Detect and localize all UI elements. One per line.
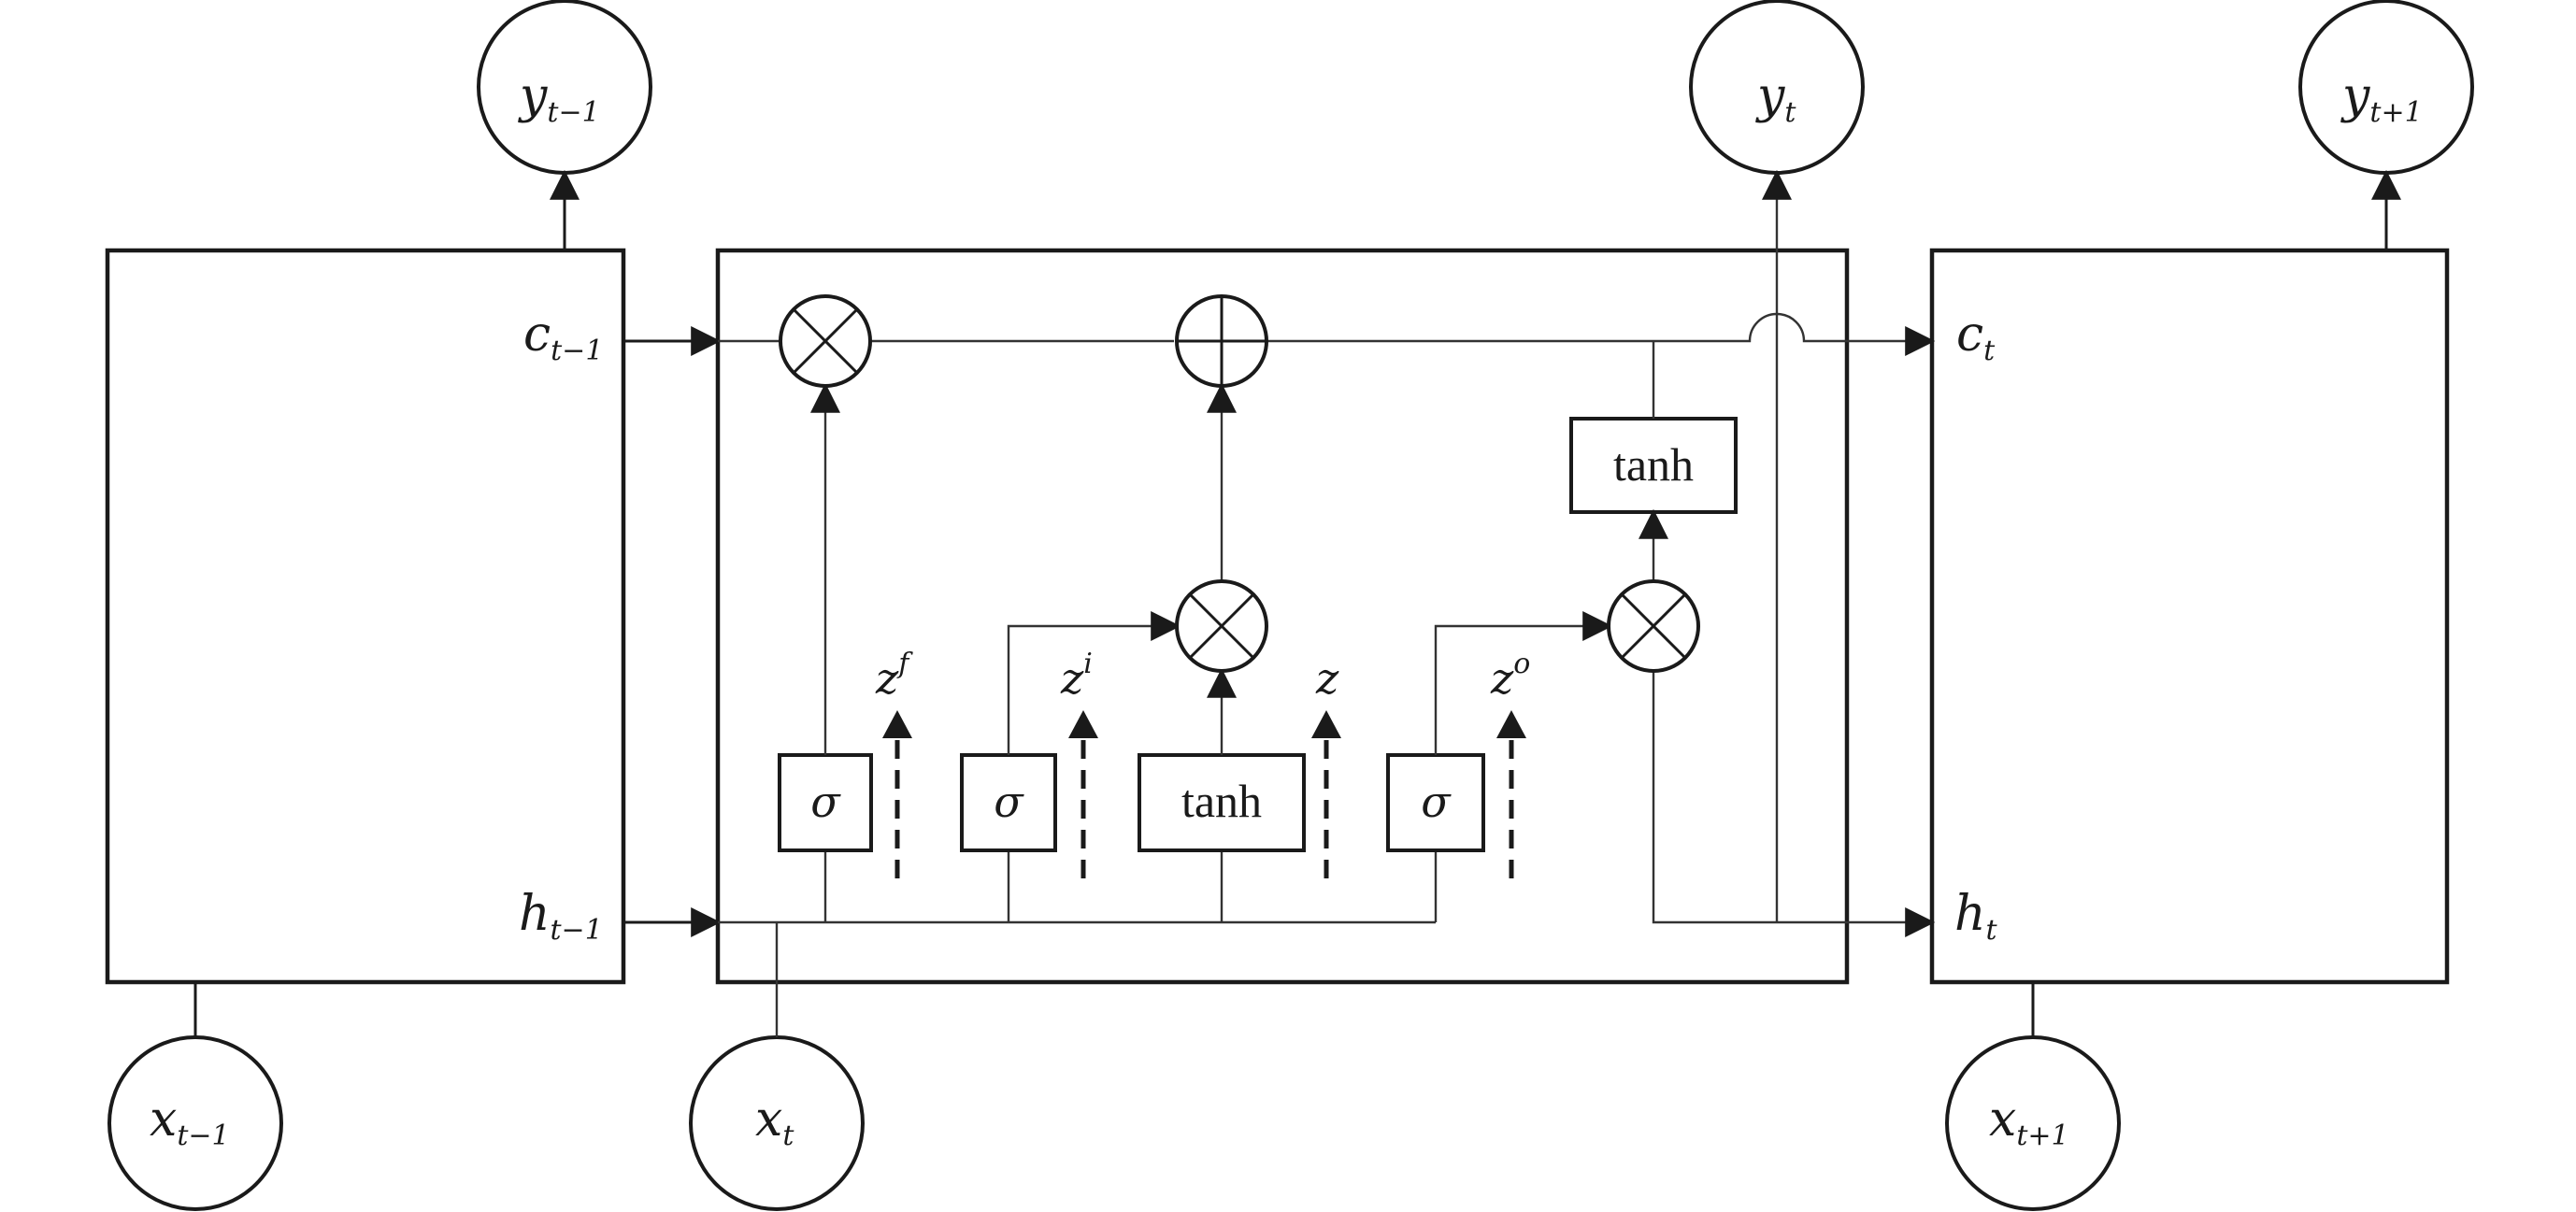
state-label-c-curr: ct bbox=[1956, 307, 1996, 367]
svg-text:yt−1: yt−1 bbox=[518, 68, 600, 129]
cell-block-current bbox=[715, 248, 1850, 985]
output-gate-label: σ bbox=[1421, 777, 1452, 827]
input-node-next-sub: t+1 bbox=[2016, 1119, 2068, 1152]
output-node-current-base: y bbox=[1755, 68, 1785, 124]
input-gate-box: σ bbox=[960, 753, 1057, 852]
svg-text:xt+1: xt+1 bbox=[1989, 1091, 2069, 1152]
z-input-signal: zi bbox=[1060, 648, 1098, 878]
output-multiply-icon bbox=[1607, 579, 1700, 673]
forget-multiply-icon bbox=[779, 294, 872, 388]
input-node-next: xt+1 bbox=[1945, 1035, 2121, 1211]
input-node-prev: xt−1 bbox=[107, 1035, 283, 1211]
output-gate-box: σ bbox=[1386, 753, 1485, 852]
input-node-current: xt bbox=[689, 1035, 865, 1211]
output-node-current-sub: t bbox=[1784, 96, 1796, 129]
input-gate-to-mult bbox=[1007, 611, 1181, 755]
input-gate-label: σ bbox=[994, 777, 1024, 827]
output-mult-to-h bbox=[1652, 671, 1936, 937]
svg-text:yt: yt bbox=[1755, 68, 1796, 129]
cell-state-line-c bbox=[1267, 312, 1936, 356]
output-node-prev: yt−1 bbox=[477, 0, 652, 175]
svg-text:zi: zi bbox=[1060, 648, 1093, 704]
output-node-next-sub: t+1 bbox=[2369, 96, 2422, 129]
output-node-prev-base: y bbox=[518, 68, 548, 124]
output-node-prev-sub: t−1 bbox=[547, 96, 599, 129]
input-node-prev-sub: t−1 bbox=[177, 1119, 229, 1152]
svg-text:xt: xt bbox=[755, 1091, 794, 1152]
output-gate-to-mult bbox=[1434, 611, 1613, 755]
svg-text:zf: zf bbox=[875, 648, 913, 704]
svg-text:yt+1: yt+1 bbox=[2340, 68, 2423, 129]
state-label-c-prev: ct−1 bbox=[523, 307, 603, 367]
cell-block-prev bbox=[105, 248, 626, 985]
state-label-h-curr: ht bbox=[1954, 886, 1998, 947]
svg-text:xt−1: xt−1 bbox=[150, 1091, 230, 1152]
z-forget-signal: zf bbox=[875, 648, 913, 878]
output-node-current: yt bbox=[1689, 0, 1865, 175]
cell-tanh-box: tanh bbox=[1569, 417, 1738, 514]
z-output-signal: zo bbox=[1490, 648, 1530, 878]
cell-block-next bbox=[1929, 248, 2450, 985]
forget-gate-box: σ bbox=[778, 753, 873, 852]
forget-gate-label: σ bbox=[810, 777, 841, 827]
output-node-next: yt+1 bbox=[2298, 0, 2474, 175]
input-node-current-base: x bbox=[755, 1091, 782, 1148]
state-label-h-prev: ht−1 bbox=[519, 886, 603, 947]
svg-text:z: z bbox=[1315, 653, 1339, 704]
input-multiply-icon bbox=[1175, 579, 1268, 673]
cell-tanh-label: tanh bbox=[1613, 438, 1694, 491]
candidate-box: tanh bbox=[1138, 753, 1306, 852]
z-candidate-signal: z bbox=[1311, 653, 1341, 878]
input-node-next-base: x bbox=[1989, 1091, 2016, 1148]
candidate-label: tanh bbox=[1181, 775, 1262, 827]
cell-add-icon bbox=[1175, 294, 1268, 388]
input-node-current-sub: t bbox=[782, 1119, 794, 1152]
output-node-next-base: y bbox=[2340, 68, 2370, 124]
svg-text:zo: zo bbox=[1490, 648, 1530, 704]
input-node-prev-base: x bbox=[150, 1091, 177, 1148]
